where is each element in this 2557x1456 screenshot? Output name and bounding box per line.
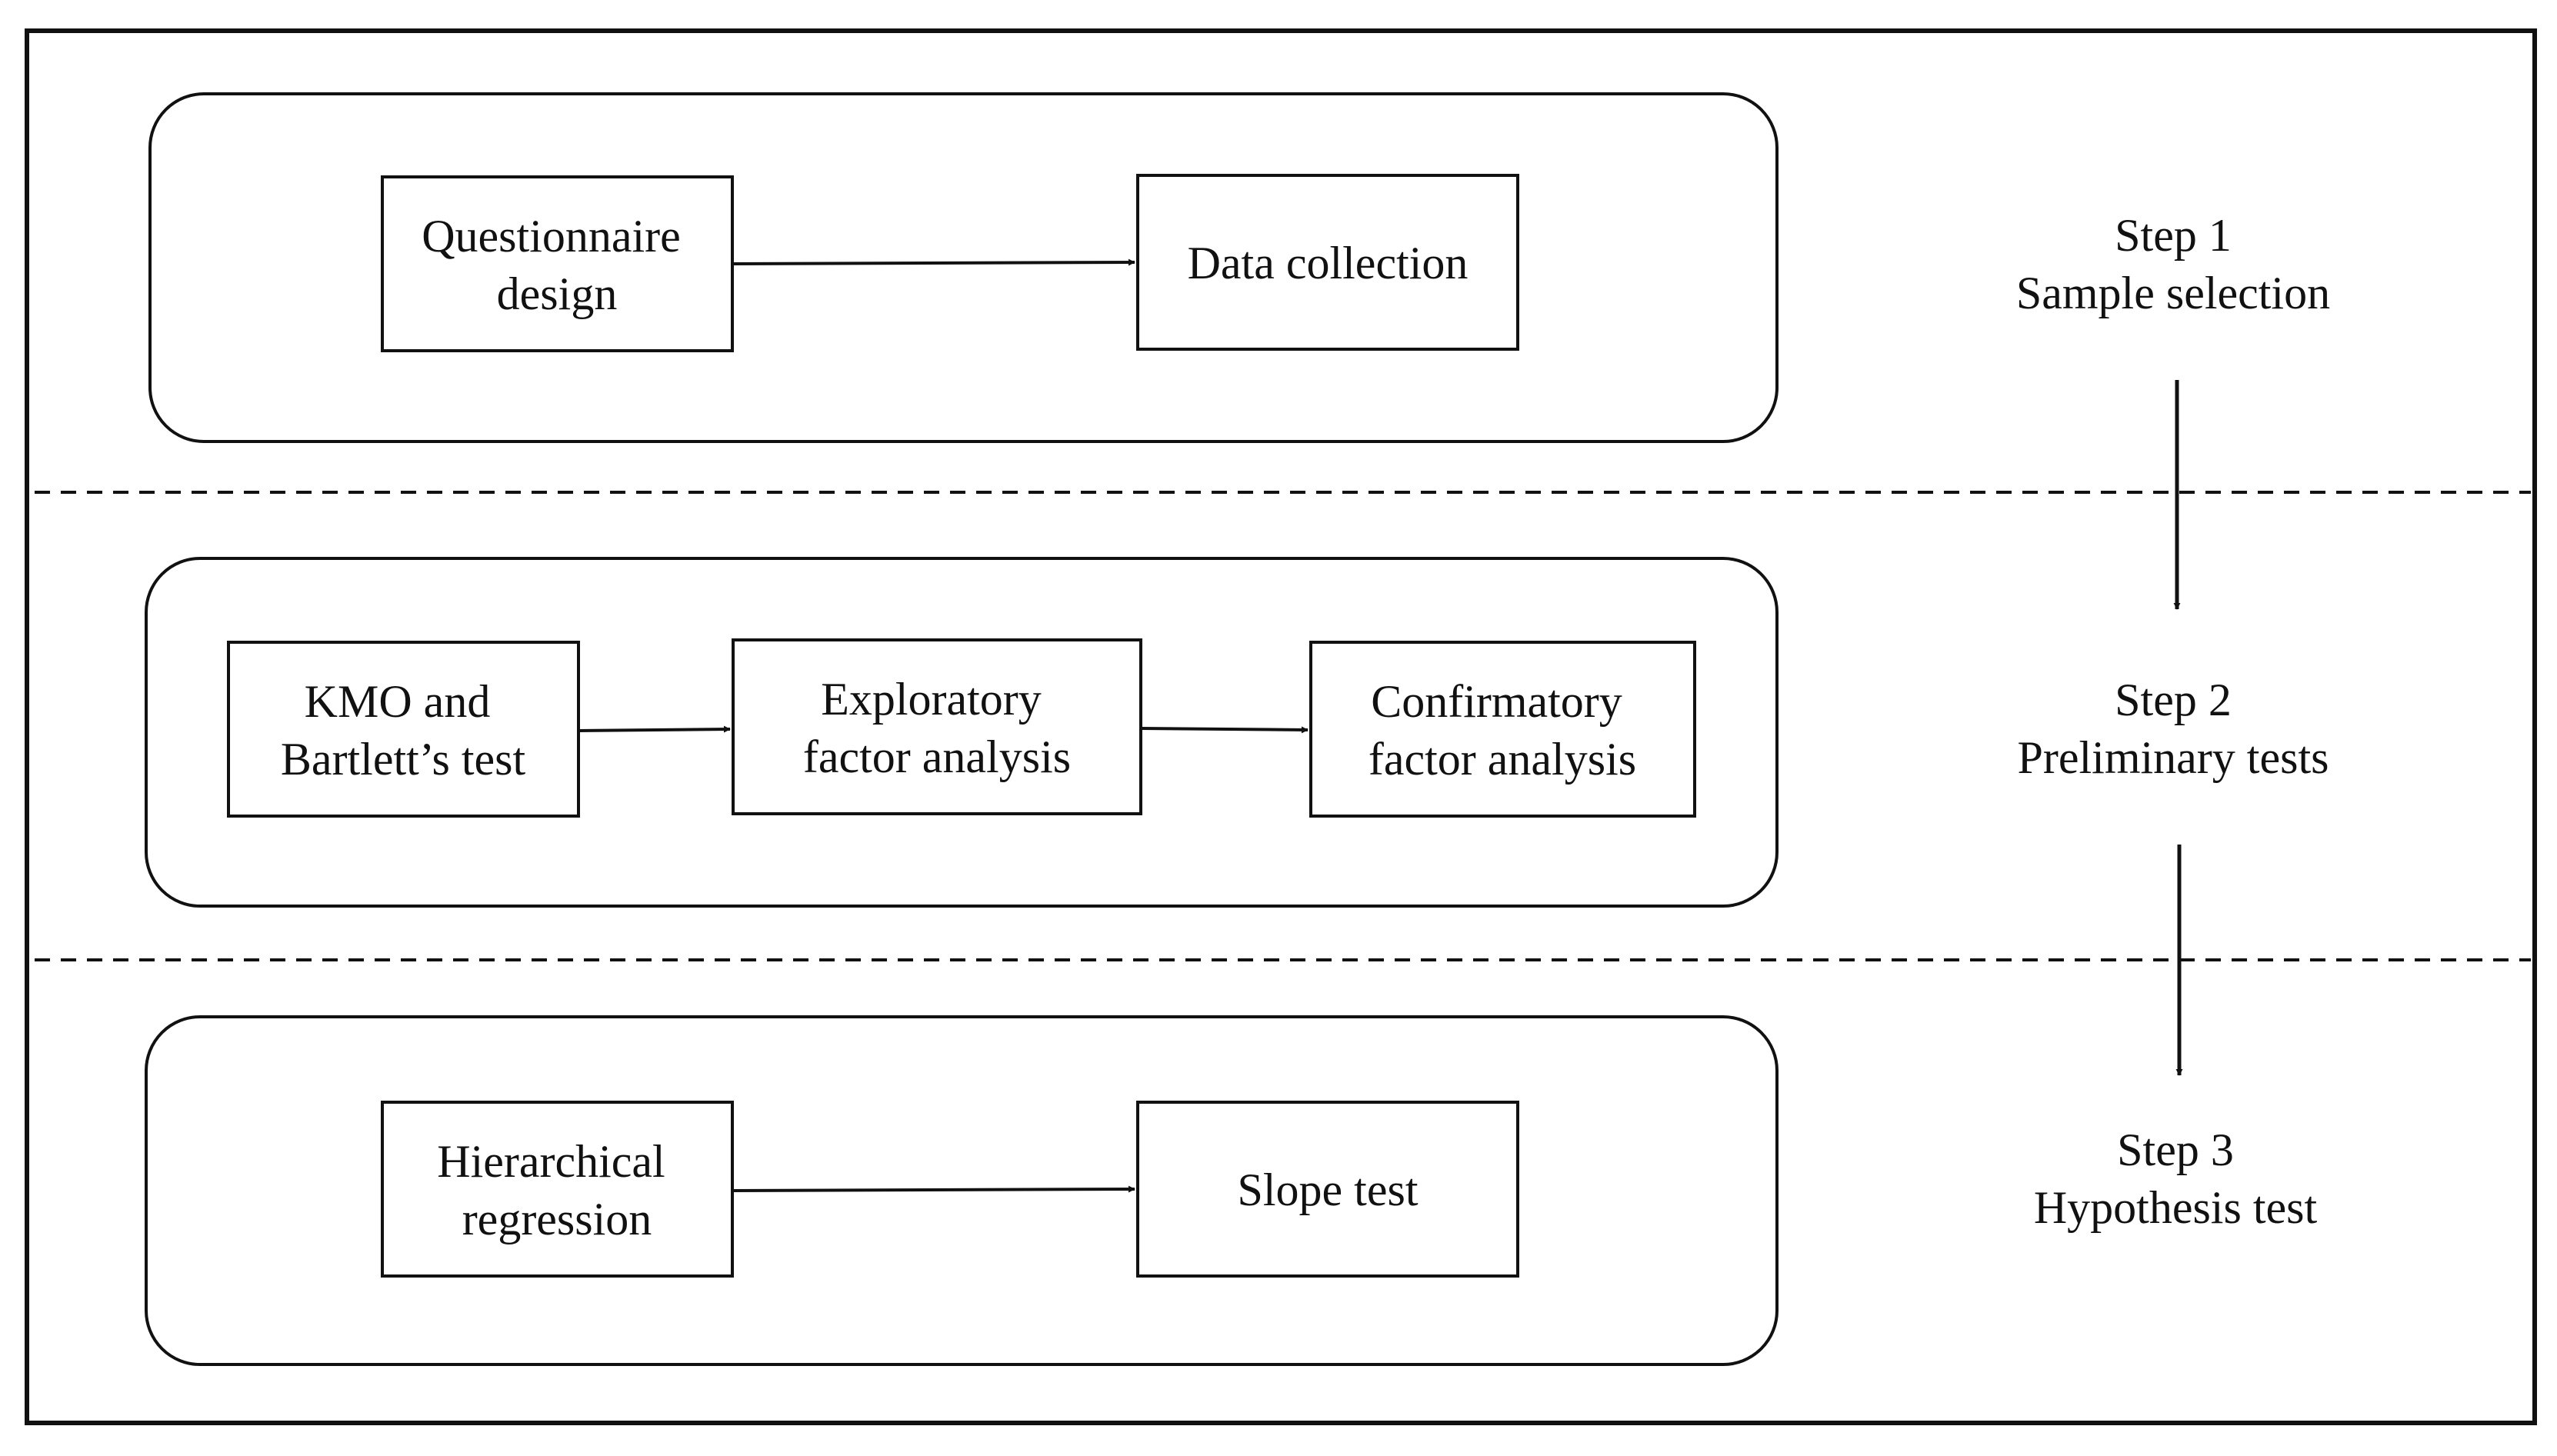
confirmatory-line-1: Confirmatory [1371, 676, 1622, 727]
step1-label: Step 1 [2115, 210, 2232, 261]
questionnaire-design-line-2: design [497, 268, 618, 319]
slope-test-label: Slope test [1238, 1164, 1419, 1215]
hierarchical-line-1: Hierarchical [437, 1136, 665, 1187]
kmo-bartlett-label: KMO and Bartlett’s test [281, 676, 526, 785]
step2-label: Step 2 [2115, 675, 2232, 725]
kmo-bartlett-box [227, 641, 580, 818]
step1-container [148, 92, 1779, 443]
arrow-regression-to-slope [732, 1185, 1135, 1193]
step1-name: Sample selection [2016, 268, 2330, 318]
questionnaire-design-label: Questionnaire design [422, 211, 692, 319]
hierarchical-regression-box [381, 1101, 734, 1278]
kmo-bartlett-line-1: KMO and [305, 676, 491, 727]
confirmatory-factor-analysis-label: Confirmatory factor analysis [1369, 676, 1636, 785]
step3-label: Step 3 [2117, 1124, 2234, 1175]
exploratory-factor-analysis-box [732, 638, 1142, 815]
exploratory-line-2: factor analysis [803, 731, 1071, 782]
arrow-efa-to-cfa [1140, 726, 1309, 734]
arrow-questionnaire-to-data [732, 258, 1135, 266]
data-collection-label: Data collection [1188, 238, 1469, 288]
hierarchical-line-2: regression [462, 1194, 652, 1244]
questionnaire-design-line-1: Questionnaire [422, 211, 681, 262]
step2-name: Preliminary tests [2018, 732, 2329, 783]
exploratory-line-1: Exploratory [821, 674, 1042, 725]
kmo-bartlett-line-2: Bartlett’s test [281, 734, 526, 785]
confirmatory-line-2: factor analysis [1369, 734, 1636, 785]
step3-name: Hypothesis test [2034, 1182, 2318, 1233]
outer-frame [25, 28, 2537, 1425]
arrow-kmo-to-efa [578, 725, 731, 733]
slope-test-box [1136, 1101, 1519, 1278]
confirmatory-factor-analysis-box [1309, 641, 1696, 818]
step3-container [145, 1015, 1779, 1366]
data-collection-box [1136, 174, 1519, 351]
questionnaire-design-box [381, 175, 734, 352]
hierarchical-regression-label: Hierarchical regression [437, 1136, 676, 1244]
exploratory-factor-analysis-label: Exploratory factor analysis [803, 674, 1071, 782]
step2-container [145, 557, 1779, 908]
